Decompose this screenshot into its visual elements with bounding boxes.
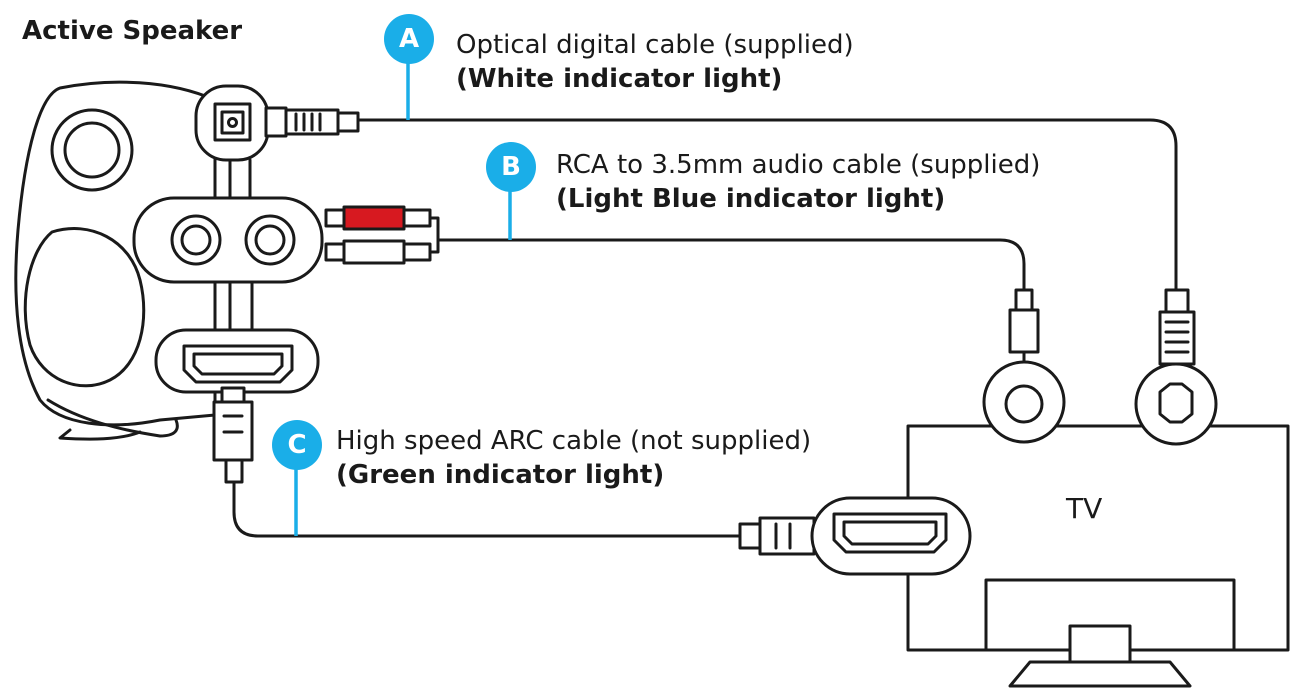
cable-c-hdmi [212,386,828,556]
tv-label: TV [1066,492,1103,525]
badge-c: C [272,420,322,470]
badge-a: A [384,14,434,64]
badge-b: B [486,142,536,192]
caption-c-cable: High speed ARC cable (not supplied) [336,426,812,456]
tv-optical-port [1134,362,1218,446]
caption-a: Optical digital cable (supplied) (White … [456,28,854,96]
speaker-title: Active Speaker [22,16,243,46]
caption-a-indicator: (White indicator light) [456,64,783,94]
tv-hdmi-port [810,496,972,576]
speaker-body [14,80,217,441]
caption-b-indicator: (Light Blue indicator light) [556,184,946,214]
tv [810,360,1290,688]
speaker-rca-ports [132,196,324,284]
caption-a-cable: Optical digital cable (supplied) [456,30,854,60]
caption-b-cable: RCA to 3.5mm audio cable (supplied) [556,150,1041,180]
cable-b-rca [324,205,1040,374]
speaker-optical-port [194,84,270,162]
caption-c-indicator: (Green indicator light) [336,460,665,490]
tv-audio-jack [982,360,1066,444]
speaker-hdmi-port [154,328,320,394]
caption-c: High speed ARC cable (not supplied) (Gre… [336,424,811,492]
caption-b: RCA to 3.5mm audio cable (supplied) (Lig… [556,148,1040,216]
